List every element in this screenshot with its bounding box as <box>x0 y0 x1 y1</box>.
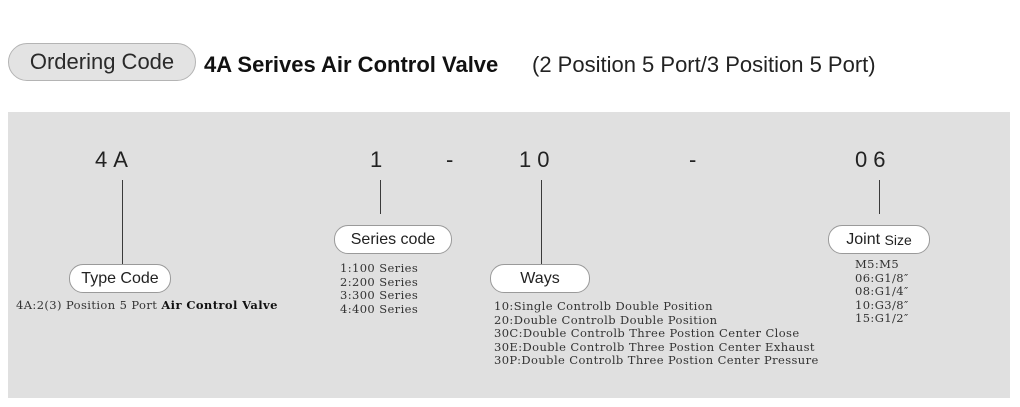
list-item: 3:300 Series <box>340 288 419 302</box>
code-ways: 10 <box>519 147 556 172</box>
type-code-desc-bold: Air Control Valve <box>161 298 278 312</box>
ways-pill: Ways <box>490 264 590 293</box>
list-item: 30C:Double Controlb Three Postion Center… <box>494 326 800 340</box>
product-subtitle: (2 Position 5 Port/3 Position 5 Port) <box>532 52 876 77</box>
list-item: M5:M5 <box>855 257 900 271</box>
code-type: 4A <box>95 147 134 172</box>
list-item: 06:G1/8″ <box>855 270 909 285</box>
list-item: 1:100 Series <box>340 261 419 275</box>
joint-size-pill: Joint Size <box>828 225 930 254</box>
list-item: 4:400 Series <box>340 301 419 316</box>
list-item: 20:Double Controlb Double Position <box>494 312 718 327</box>
ways-connector-line <box>541 180 542 264</box>
joint-size-list: M5:M5 06:G1/8″ 08:G1/4″ 10:G3/8″ 15:G1/2… <box>855 257 909 326</box>
ordering-code-panel <box>8 112 1010 398</box>
code-series: 1 <box>370 147 389 172</box>
code-dash-1: - <box>446 147 460 172</box>
ways-label: Ways <box>520 269 560 287</box>
list-item: 30P:Double Controlb Three Postion Center… <box>494 353 819 367</box>
list-item: 08:G1/4″ <box>855 284 909 298</box>
ways-list: 10:Single Controlb Double Position 20:Do… <box>494 299 819 368</box>
list-item: 10:G3/8″ <box>855 297 909 312</box>
type-code-description: 4A:2(3) Position 5 Port Air Control Valv… <box>16 298 278 313</box>
ordering-code-label: Ordering Code <box>29 49 175 74</box>
product-title: 4A Serives Air Control Valve <box>204 52 499 77</box>
code-joint: 06 <box>855 147 892 172</box>
series-connector-line <box>380 180 381 214</box>
joint-size-label-a: Joint <box>846 230 881 248</box>
joint-connector-line <box>879 180 880 214</box>
list-item: 10:Single Controlb Double Position <box>494 299 713 313</box>
type-code-pill: Type Code <box>69 264 171 293</box>
list-item: 30E:Double Controlb Three Postion Center… <box>494 339 815 354</box>
list-item: 2:200 Series <box>340 274 419 289</box>
series-code-pill: Series code <box>334 225 452 254</box>
series-code-label: Series code <box>350 230 436 248</box>
type-code-desc-prefix: 4A:2(3) Position 5 Port <box>16 298 162 312</box>
series-code-list: 1:100 Series 2:200 Series 3:300 Series 4… <box>340 261 419 316</box>
type-code-label: Type Code <box>81 269 159 287</box>
type-connector-line <box>122 180 123 264</box>
code-dash-2: - <box>689 147 703 172</box>
joint-size-label-b: Size <box>884 231 912 248</box>
list-item: 15:G1/2″ <box>855 311 909 325</box>
ordering-code-pill: Ordering Code <box>8 43 196 81</box>
